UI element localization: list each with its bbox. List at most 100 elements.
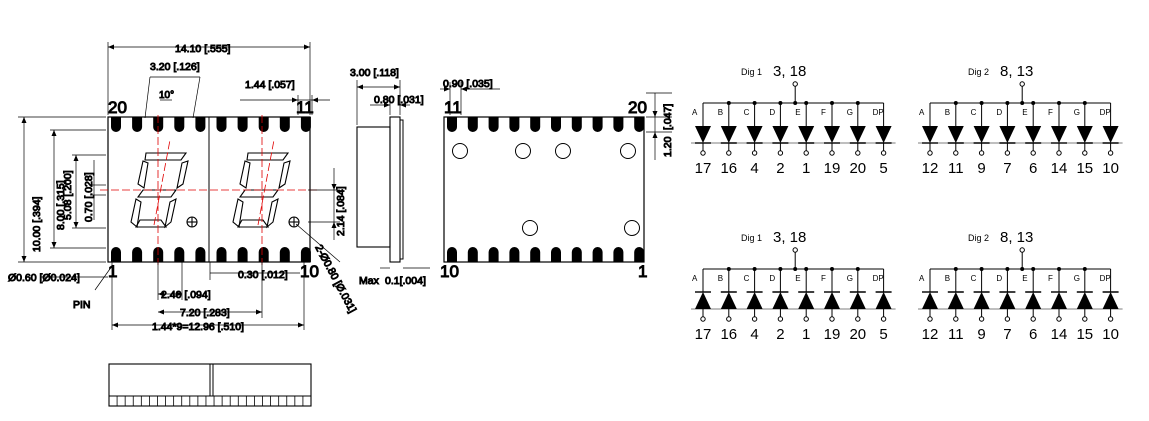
common-terminal [1019, 247, 1025, 253]
segment-label: A [692, 108, 698, 117]
pin-notch-bottom [279, 247, 290, 262]
pin-label-11: 11 [296, 98, 314, 117]
led-diode [1076, 292, 1093, 309]
pin-notch-top [551, 117, 561, 132]
led-diode [772, 126, 789, 143]
front-pin-row [111, 117, 311, 262]
pin-notch-top [634, 117, 645, 132]
pin-terminal [803, 316, 809, 322]
bus-junction [1005, 267, 1010, 271]
back-pin-label-11: 11 [444, 98, 462, 117]
bus-junction [804, 101, 809, 105]
pin-number: 6 [1029, 160, 1037, 177]
pin-number: 17 [695, 326, 712, 343]
pin-notch-top [592, 117, 603, 132]
pin-terminal [953, 316, 959, 322]
bus-junction [1082, 267, 1087, 271]
pin-notch-bottom [592, 247, 603, 262]
pin-notch-bottom [111, 247, 121, 262]
led-diode [849, 292, 866, 309]
pin-number: 20 [849, 326, 866, 343]
digit-label: Dig 1 [741, 67, 762, 77]
pin-terminal [803, 150, 809, 156]
pin-notch-bottom [530, 247, 541, 262]
led-diode [772, 292, 789, 309]
led-diode [746, 126, 763, 143]
pin-terminal [880, 316, 887, 322]
pin-terminal [855, 316, 861, 322]
digit-2-segments [232, 152, 300, 229]
pin-terminal [1082, 316, 1088, 322]
bus-junction [1005, 101, 1010, 105]
pin-number: 10 [1102, 326, 1119, 343]
pin-terminal [1056, 150, 1062, 156]
pin-notch-top [237, 117, 248, 132]
led-diode [947, 292, 964, 309]
pin-terminal [777, 316, 784, 322]
dim-depth: 3.00 [.118] [350, 67, 399, 79]
pin-notch-top [153, 117, 164, 132]
segment-label: F [1048, 108, 1053, 117]
pin-notch-top [174, 117, 185, 132]
segment-label: DP [1100, 274, 1111, 283]
led-diode [798, 126, 815, 143]
pin-notch-top [488, 117, 499, 132]
led-diode [922, 126, 938, 143]
common-pins-label: 3, 18 [773, 229, 806, 246]
pin-notch-bottom [216, 247, 227, 262]
pin-number: 12 [922, 326, 939, 343]
common-pins-label: 8, 13 [1000, 229, 1033, 246]
pin-number: 15 [1076, 160, 1093, 177]
pin-terminal [880, 150, 887, 156]
dim-2-14: 2.14 [.084] [335, 186, 347, 236]
pin-terminal [777, 150, 784, 156]
pin-terminal [927, 150, 933, 156]
pin-notch-bottom [571, 247, 582, 262]
bottom-view [108, 363, 312, 407]
segment-label: A [919, 274, 925, 283]
dim-0-30: 0.30 [.012] [238, 269, 288, 281]
led-diode [824, 292, 840, 309]
dim-8: 8.00 [.315] [55, 180, 67, 230]
pin-notch-bottom [258, 247, 269, 262]
digit-label: Dig 2 [968, 67, 989, 77]
bus-junction [830, 101, 834, 105]
segment-label: C [744, 274, 750, 283]
segment-label: F [1048, 274, 1053, 283]
pin-terminal [1030, 150, 1036, 156]
dim-pitch-top: 1.44 [.057] [245, 79, 295, 91]
pin-notch-bottom [447, 247, 457, 262]
pin-number: 2 [776, 160, 784, 177]
pin-terminal [700, 316, 706, 322]
pin-notch-top [447, 117, 457, 132]
segment-label: B [718, 274, 723, 283]
pin-terminal [1107, 316, 1114, 322]
digit-1-segments [130, 152, 198, 229]
pin-number: 1 [802, 326, 810, 343]
back-pin-label-20: 20 [628, 98, 647, 117]
pin-number: 2 [776, 326, 784, 343]
pin-terminal [978, 150, 985, 156]
segment-label: B [718, 108, 723, 117]
front-view: 14.10 [.555] 3.20 [.126] 10° 1.44 [.057]… [8, 42, 359, 334]
pin-terminal [855, 150, 861, 156]
segment-label: E [795, 108, 800, 117]
dim-0-90: 0.90 [.035] [443, 78, 493, 90]
segment-label: C [971, 274, 977, 283]
bus-junction [804, 267, 809, 271]
pin-notch-bottom [132, 247, 143, 262]
common-terminal [792, 81, 798, 87]
dim-1-20: 1.20 [662, 136, 674, 157]
back-pin-label-1: 1 [638, 262, 647, 281]
pin-number: 16 [720, 160, 737, 177]
pin-notch-top [467, 117, 478, 132]
pin-number: 9 [977, 326, 985, 343]
pin-number: 19 [824, 326, 841, 343]
dim-lens: 0.80 [.031] [374, 94, 424, 106]
segment-label: D [769, 274, 775, 283]
bus-junction [979, 101, 984, 105]
common-terminal [792, 247, 798, 253]
bus-junction [726, 267, 731, 271]
